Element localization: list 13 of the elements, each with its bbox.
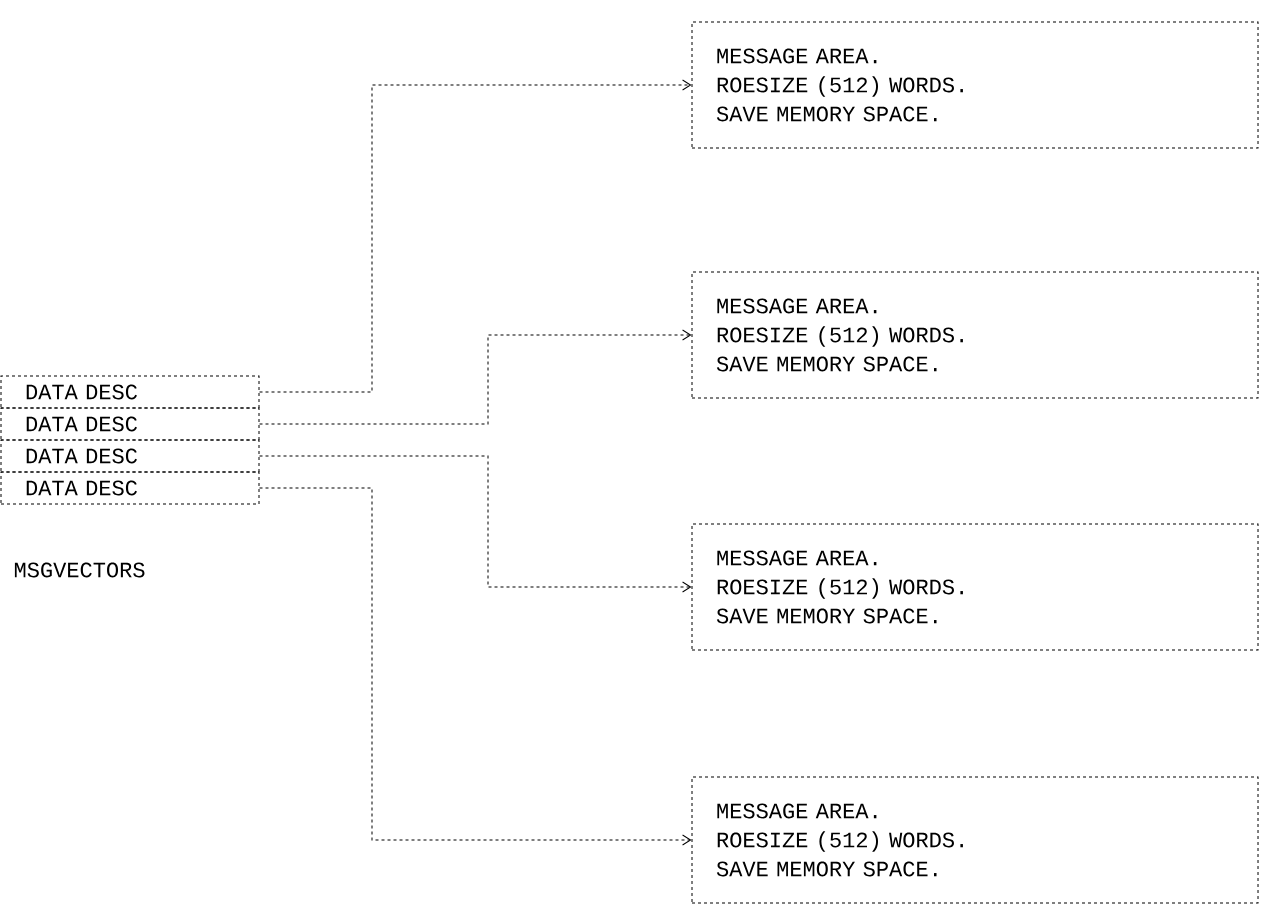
message-box: MESSAGE AREA. ROESIZE (512) WORDS. SAVE MEMORY SPACE.: [691, 523, 1259, 651]
arrow: [259, 487, 692, 846]
descriptor-cell: DATA DESC: [0, 407, 260, 441]
message-box: MESSAGE AREA. ROESIZE (512) WORDS. SAVE MEMORY SPACE.: [691, 271, 1259, 399]
descriptor-cell: DATA DESC: [0, 439, 260, 473]
descriptor-cell: DATA DESC: [0, 471, 260, 505]
caption-label: MSGVECTORS: [14, 562, 145, 578]
descriptor-cell: DATA DESC: [0, 375, 260, 409]
arrow: [259, 329, 692, 425]
message-box: MESSAGE AREA. ROESIZE (512) WORDS. SAVE MEMORY SPACE.: [691, 21, 1259, 149]
message-box: MESSAGE AREA. ROESIZE (512) WORDS. SAVE MEMORY SPACE.: [691, 776, 1259, 904]
arrow: [259, 455, 692, 593]
arrow: [259, 79, 692, 393]
